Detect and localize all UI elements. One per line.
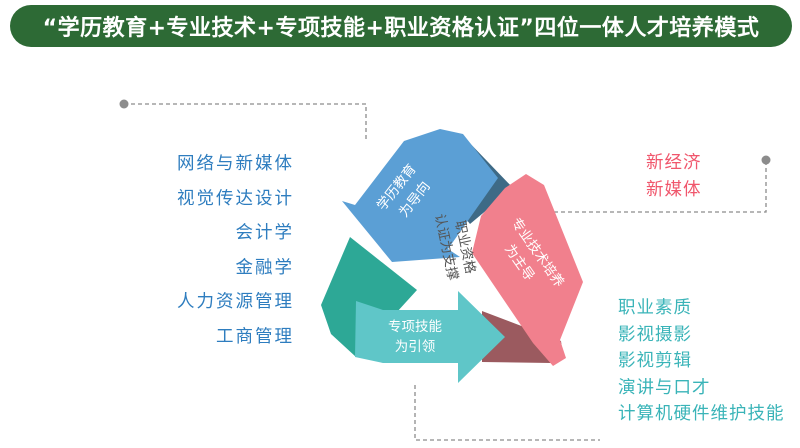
left-major-list: 网络与新媒体 视觉传达设计 会计学 金融学 人力资源管理 工商管理 <box>94 147 294 355</box>
left-list-item: 会计学 <box>235 223 294 244</box>
cyan-arrow-label-2: 为引领 <box>395 339 436 355</box>
connector-dot-right <box>761 155 771 165</box>
top-right-list: 新经济 新媒体 <box>646 150 702 204</box>
bottom-right-item: 计算机硬件维护技能 <box>618 404 785 424</box>
left-list-item: 视觉传达设计 <box>177 188 294 209</box>
bottom-right-item: 影视剪辑 <box>618 351 692 371</box>
connector-bottom <box>414 385 600 441</box>
top-right-item: 新媒体 <box>646 180 702 200</box>
bottom-right-item: 演讲与口才 <box>618 377 711 398</box>
left-list-item: 金融学 <box>235 257 294 278</box>
teal-segment <box>321 237 417 357</box>
connector-dot-left <box>119 99 129 109</box>
top-right-item: 新经济 <box>646 153 702 173</box>
page-title: “学历教育+专业技术+专项技能+职业资格认证”四位一体人才培养模式 <box>10 5 792 47</box>
left-list-item: 人力资源管理 <box>177 292 294 313</box>
bottom-right-list: 职业素质 影视摄影 影视剪辑 演讲与口才 计算机硬件维护技能 <box>618 295 785 428</box>
connector-top-left <box>124 103 367 142</box>
connector-top-right <box>547 160 767 213</box>
cyan-arrow-label-1: 专项技能 <box>388 319 442 335</box>
bottom-right-item: 影视摄影 <box>618 324 692 345</box>
connector-lines <box>124 103 767 441</box>
left-list-item: 工商管理 <box>216 326 294 347</box>
blue-arrow <box>342 129 498 262</box>
left-list-item: 网络与新媒体 <box>177 154 294 174</box>
cyan-arrow <box>355 291 505 383</box>
bottom-right-item: 职业素质 <box>618 298 692 318</box>
pink-arrow <box>472 174 583 366</box>
